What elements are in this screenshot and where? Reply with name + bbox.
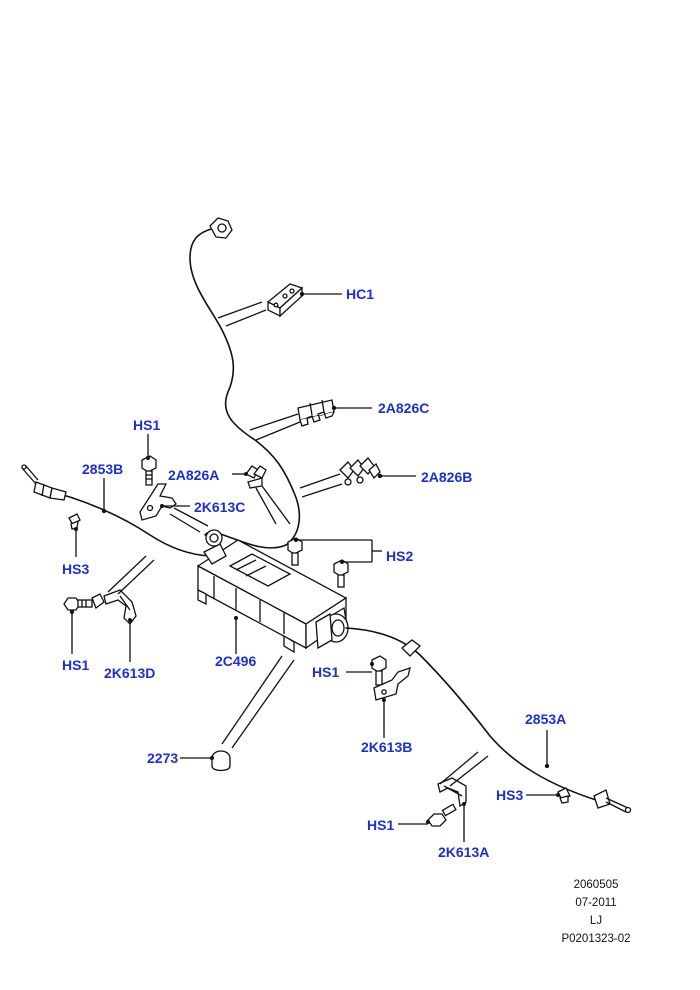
label-2k613a: 2K613A (438, 844, 489, 860)
label-hs2: HS2 (386, 548, 413, 564)
label-2853b: 2853B (82, 461, 123, 477)
label-hs3-left: HS3 (62, 561, 89, 577)
label-2a826a: 2A826A (168, 467, 219, 483)
label-2k613d: 2K613D (104, 665, 155, 681)
footer-ref: 2060505 (574, 879, 619, 891)
2k613c-bracket (139, 483, 177, 521)
2a826a-clip (245, 465, 267, 489)
2a826b-clip (339, 457, 381, 486)
label-2a826b: 2A826B (421, 469, 472, 485)
label-hs1-bottom: HS1 (367, 817, 394, 833)
hs3-right-fastener (557, 787, 571, 804)
footer-drawing-number: P0201323-02 (561, 933, 630, 945)
label-2853a: 2853A (525, 711, 566, 727)
hc1-harness-clip (266, 283, 304, 318)
2273-grommet (211, 750, 231, 772)
label-2273: 2273 (147, 750, 178, 766)
label-hs1-left: HS1 (62, 657, 89, 673)
label-2c496: 2C496 (215, 653, 256, 669)
label-hs3-right: HS3 (496, 787, 523, 803)
hs1-bottom-bolt (427, 803, 457, 827)
label-hs1-mid: HS1 (312, 664, 339, 680)
2a826c-clip (297, 399, 335, 427)
2853a-rear-cable (345, 627, 632, 814)
label-hc1: HC1 (346, 286, 374, 302)
2853b-rear-cable (21, 464, 211, 557)
wiring-harness (189, 217, 301, 549)
2k613d-clip (103, 589, 137, 625)
label-2k613c: 2K613C (194, 499, 245, 515)
label-2a826c: 2A826C (378, 400, 429, 416)
hs1-top-bolt (141, 455, 157, 486)
footer-date: 07-2011 (575, 897, 616, 909)
label-hs1-top: HS1 (133, 417, 160, 433)
hs3-left-fastener (68, 513, 81, 530)
footer-author: LJ (590, 915, 602, 927)
hs1-mid-bolt (371, 655, 387, 686)
hs1-left-bolt (63, 593, 105, 611)
label-2k613b: 2K613B (361, 739, 412, 755)
2k613b-bracket (373, 667, 411, 701)
2c496-epb-module (196, 529, 349, 654)
